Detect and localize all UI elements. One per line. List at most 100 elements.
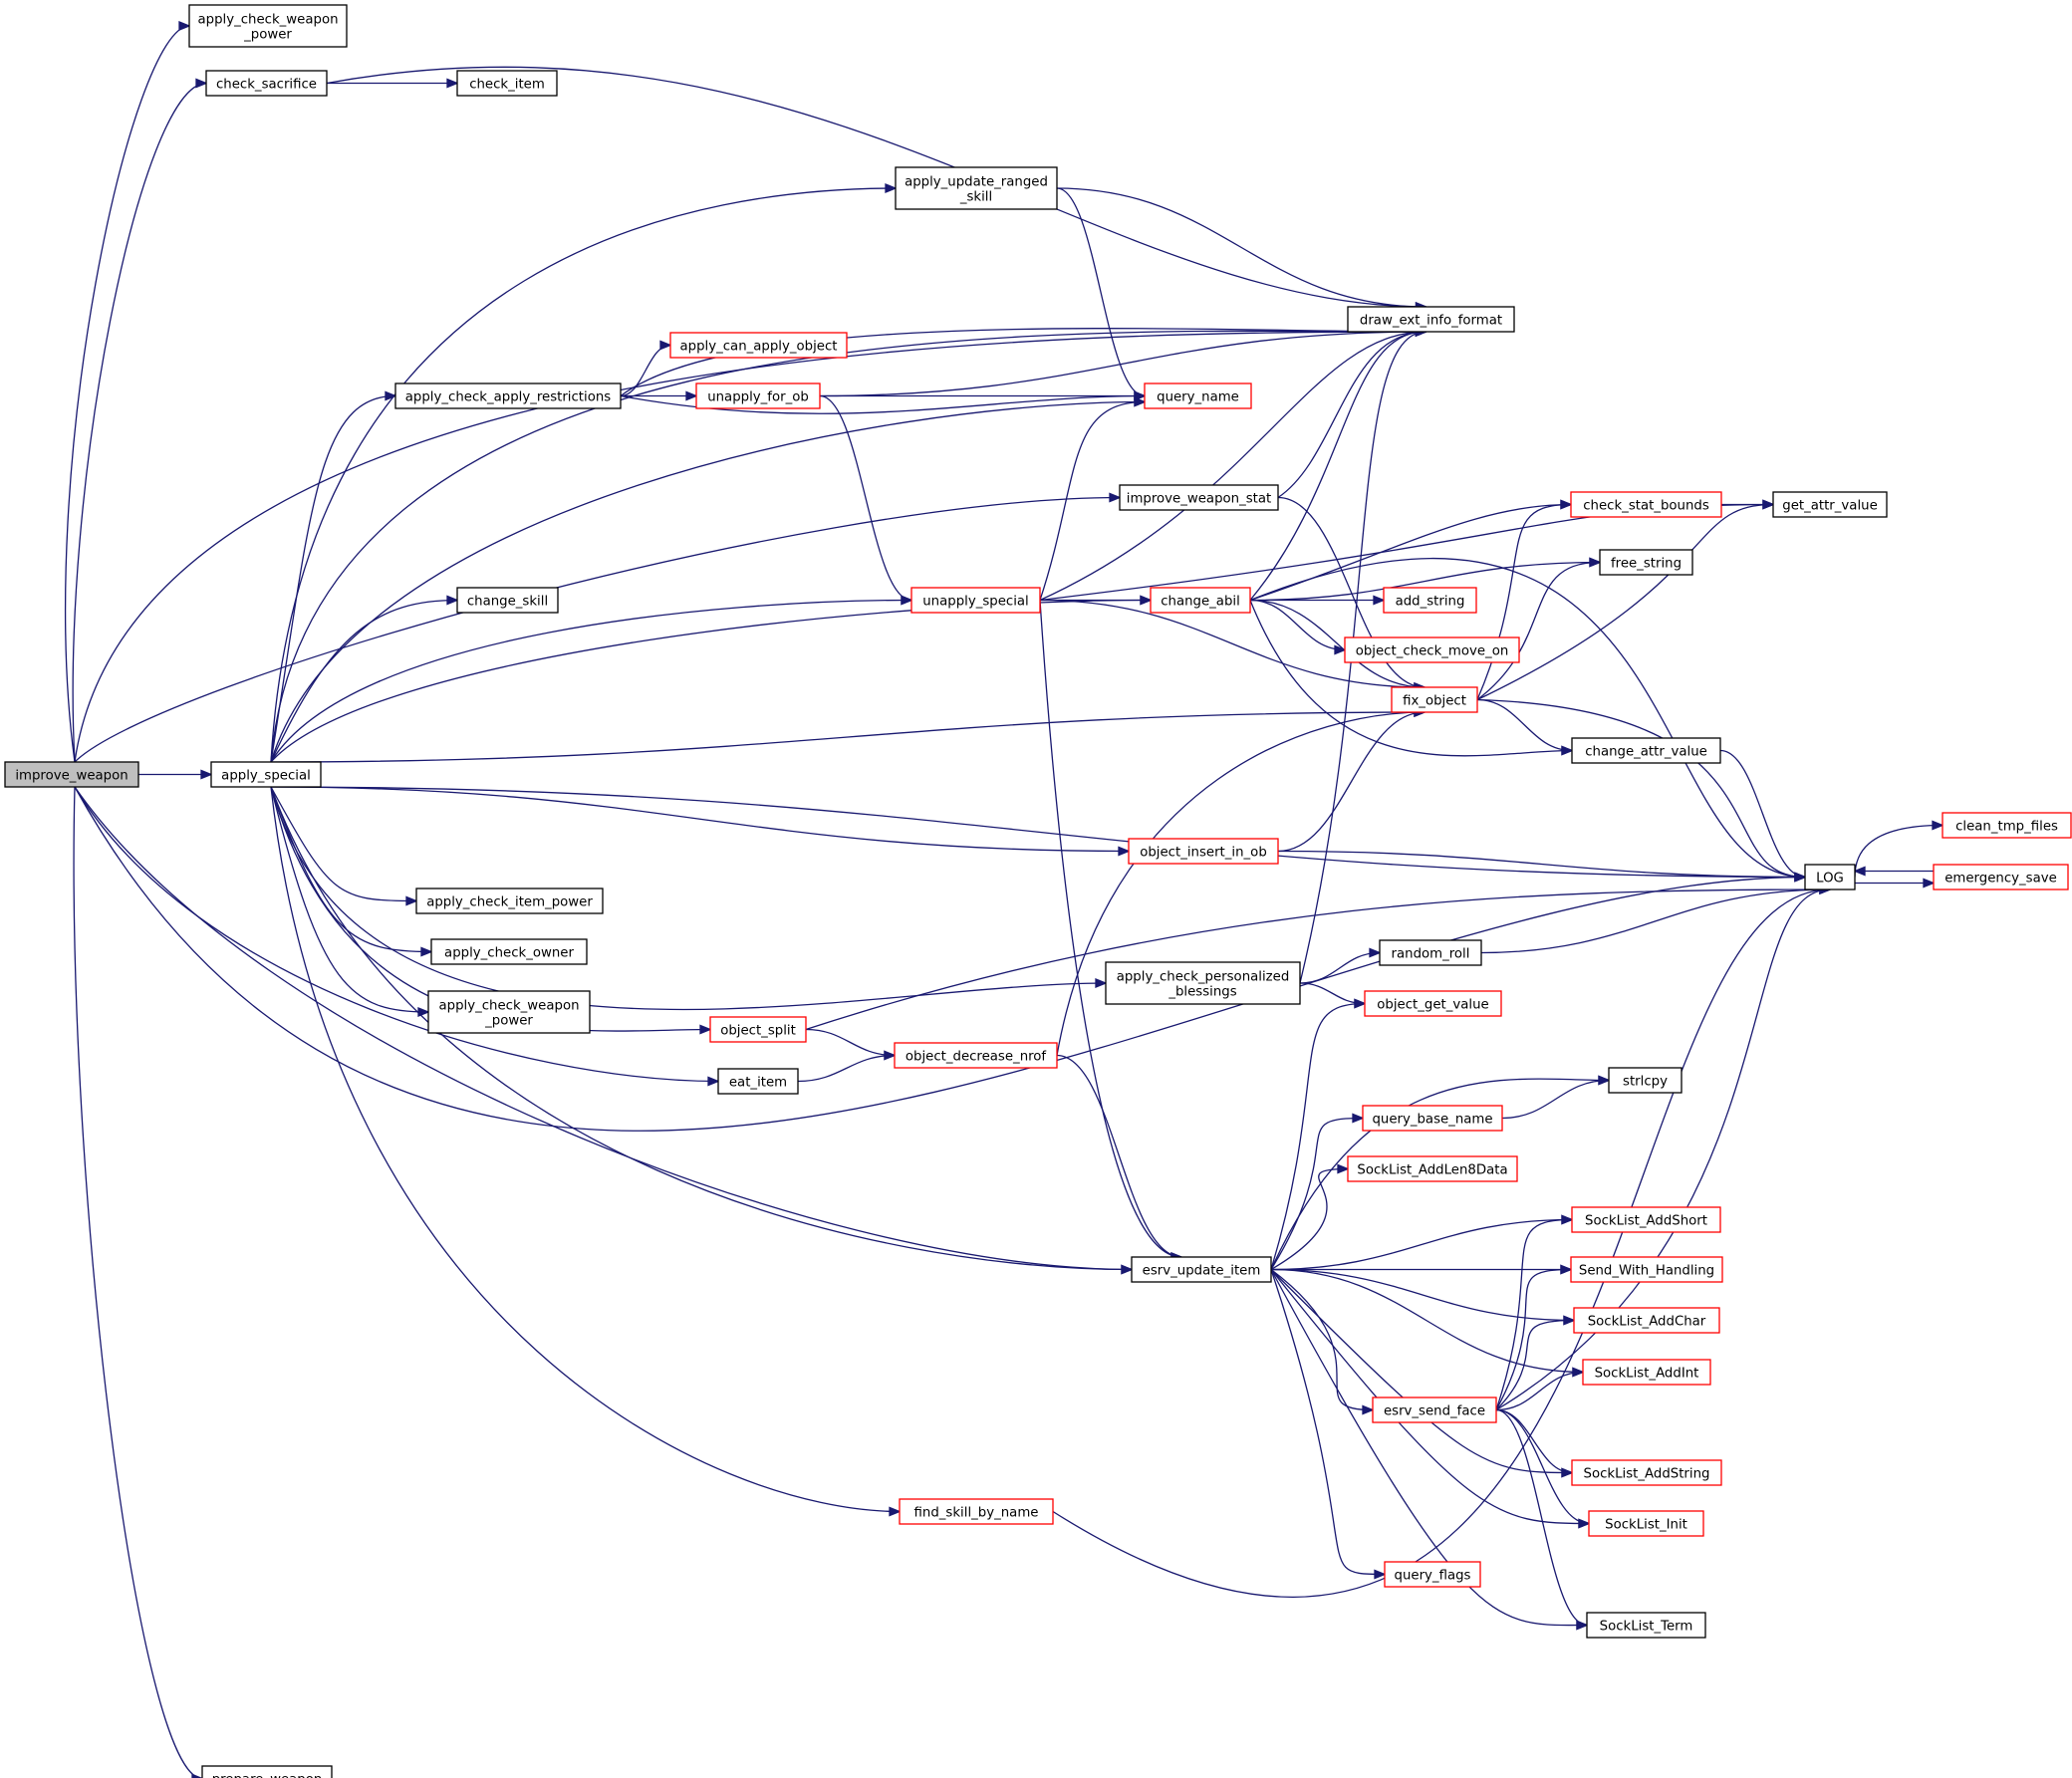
edge-unapply-for-ob-to-draw-ext-info-format [819,327,1428,397]
arrowhead [405,895,418,906]
edge-line [1299,331,1426,984]
node-box [1571,1459,1722,1486]
node-query-base-name[interactable]: query_base_name [1362,1105,1503,1132]
node-emergency-save[interactable]: emergency_save [1933,864,2069,890]
node-find-skill-by-name[interactable]: find_skill_by_name [899,1498,1054,1525]
node-box [1347,306,1515,333]
edge-esrv-update-item-to-sock-list-add-string [1270,1269,1574,1478]
node-box [201,1765,333,1778]
node-label: object_insert_in_ob [1140,846,1267,861]
node-improve-weapon[interactable]: improve_weapon [4,761,139,788]
node-apply-update-ranged-skill[interactable]: apply_update_ranged_skill [895,166,1058,210]
node-clean-tmp-files[interactable]: clean_tmp_files [1942,812,2072,839]
node-label: SockList_AddChar [1588,1315,1706,1330]
node-label: emergency_save [1944,872,2057,887]
node-esrv-send-face[interactable]: esrv_send_face [1372,1397,1497,1423]
node-apply-check-owner[interactable]: apply_check_owner [430,938,588,965]
edge-object-split-to-log [805,885,1832,1031]
node-get-attr-value[interactable]: get_attr_value [1772,491,1888,518]
arrowhead [1121,1264,1134,1275]
node-object-split[interactable]: object_split [709,1016,807,1043]
node-change-attr-value[interactable]: change_attr_value [1571,737,1721,764]
arrowhead [1095,978,1108,988]
edge-line [1501,1079,1610,1120]
edge-line [1495,1408,1588,1627]
arrowhead [1352,1113,1365,1124]
edge-line [1719,749,1806,879]
arrowhead [1561,745,1574,756]
node-fix-object[interactable]: fix_object [1391,686,1478,713]
edge-line [1854,824,1943,878]
node-label: draw_ext_info_format [1360,314,1502,329]
arrowhead [1354,998,1367,1009]
arrowhead [1932,820,1944,831]
node-unapply-special[interactable]: unapply_special [910,587,1041,614]
node-check-item[interactable]: check_item [456,70,558,97]
node-free-string[interactable]: free_string [1599,549,1693,576]
edge-change-abil-to-log [1249,558,1807,883]
node-strlcpy[interactable]: strlcpy [1608,1067,1683,1094]
node-apply-check-weapon-power-top[interactable]: apply_check_weapon_power [188,4,348,48]
node-label: improve_weapon [15,769,128,784]
node-object-decrease-nrof[interactable]: object_decrease_nrof [894,1042,1058,1069]
node-object-get-value[interactable]: object_get_value [1364,990,1502,1017]
node-apply-check-apply-restrictions[interactable]: apply_check_apply_restrictions [394,382,622,409]
node-box [427,990,591,1034]
edge-line [1039,400,1146,601]
node-apply-check-personalized-blessings[interactable]: apply_check_personalized_blessings [1105,961,1301,1005]
node-check-stat-bounds[interactable]: check_stat_bounds [1570,491,1722,518]
edge-query-base-name-to-strlcpy [1501,1075,1611,1120]
node-sock-list-add-char[interactable]: SockList_AddChar [1573,1307,1720,1334]
node-box [1144,382,1252,409]
node-eat-item[interactable]: eat_item [717,1068,799,1095]
node-query-flags[interactable]: query_flags [1384,1561,1481,1588]
node-object-check-move-on[interactable]: object_check_move_on [1344,636,1520,663]
node-draw-ext-info-format[interactable]: draw_ext_info_format [1347,306,1515,333]
node-sock-list-add-len8data[interactable]: SockList_AddLen8Data [1347,1155,1518,1182]
node-prepare-weapon[interactable]: prepare_weapon [201,1765,333,1778]
node-esrv-update-item[interactable]: esrv_update_item [1131,1256,1272,1283]
node-send-with-handling[interactable]: Send_With_Handling [1570,1256,1723,1283]
node-log[interactable]: LOG [1804,864,1856,890]
node-box [1150,587,1251,614]
edge-esrv-update-item-to-send-with-handling [1271,1264,1573,1275]
arrowhead [1762,499,1775,510]
node-apply-special[interactable]: apply_special [210,761,322,788]
edge-line [270,786,432,953]
node-sock-list-add-short[interactable]: SockList_AddShort [1571,1206,1721,1233]
edge-apply-special-to-apply-check-owner [270,786,433,957]
arrowhead [901,595,913,606]
node-add-string[interactable]: add_string [1383,587,1477,614]
node-sock-list-init[interactable]: SockList_Init [1588,1510,1704,1537]
arrowhead [1560,1264,1573,1275]
node-sock-list-term[interactable]: SockList_Term [1586,1612,1706,1639]
edge-object-insert-in-ob-to-log [1277,850,1807,883]
edge-object-decrease-nrof-to-esrv-update-item [1056,1054,1183,1262]
edge-esrv-update-item-to-sock-list-add-short [1270,1214,1574,1271]
node-change-skill[interactable]: change_skill [456,587,559,614]
node-query-name[interactable]: query_name [1144,382,1252,409]
node-sock-list-add-int[interactable]: SockList_AddInt [1582,1359,1711,1386]
node-object-insert-in-ob[interactable]: object_insert_in_ob [1128,838,1279,865]
edge-line [1249,599,1425,688]
node-apply-can-apply-object[interactable]: apply_can_apply_object [669,332,848,359]
node-label: SockList_AddLen8Data [1357,1163,1507,1178]
edge-unapply-for-ob-to-query-name [820,390,1147,401]
node-apply-check-item-power[interactable]: apply_check_item_power [415,888,604,914]
node-sock-list-add-string[interactable]: SockList_AddString [1571,1459,1722,1486]
node-box [205,70,328,97]
arrowhead [1134,390,1147,401]
edge-line [1495,1268,1572,1410]
node-improve-weapon-stat[interactable]: improve_weapon_stat [1119,484,1279,511]
edge-line [805,889,1831,1031]
node-unapply-for-ob[interactable]: unapply_for_ob [695,382,821,409]
edge-apply-special-to-change-skill [270,595,459,763]
edge-line [1270,1002,1366,1270]
node-check-sacrifice[interactable]: check_sacrifice [205,70,328,97]
edge-improve-weapon-to-apply-special [138,769,213,780]
node-apply-check-weapon-power-mid[interactable]: apply_check_weapon_power [427,990,591,1034]
node-box [1372,1397,1497,1423]
node-change-abil[interactable]: change_abil [1150,587,1251,614]
node-random-roll[interactable]: random_roll [1379,939,1482,966]
